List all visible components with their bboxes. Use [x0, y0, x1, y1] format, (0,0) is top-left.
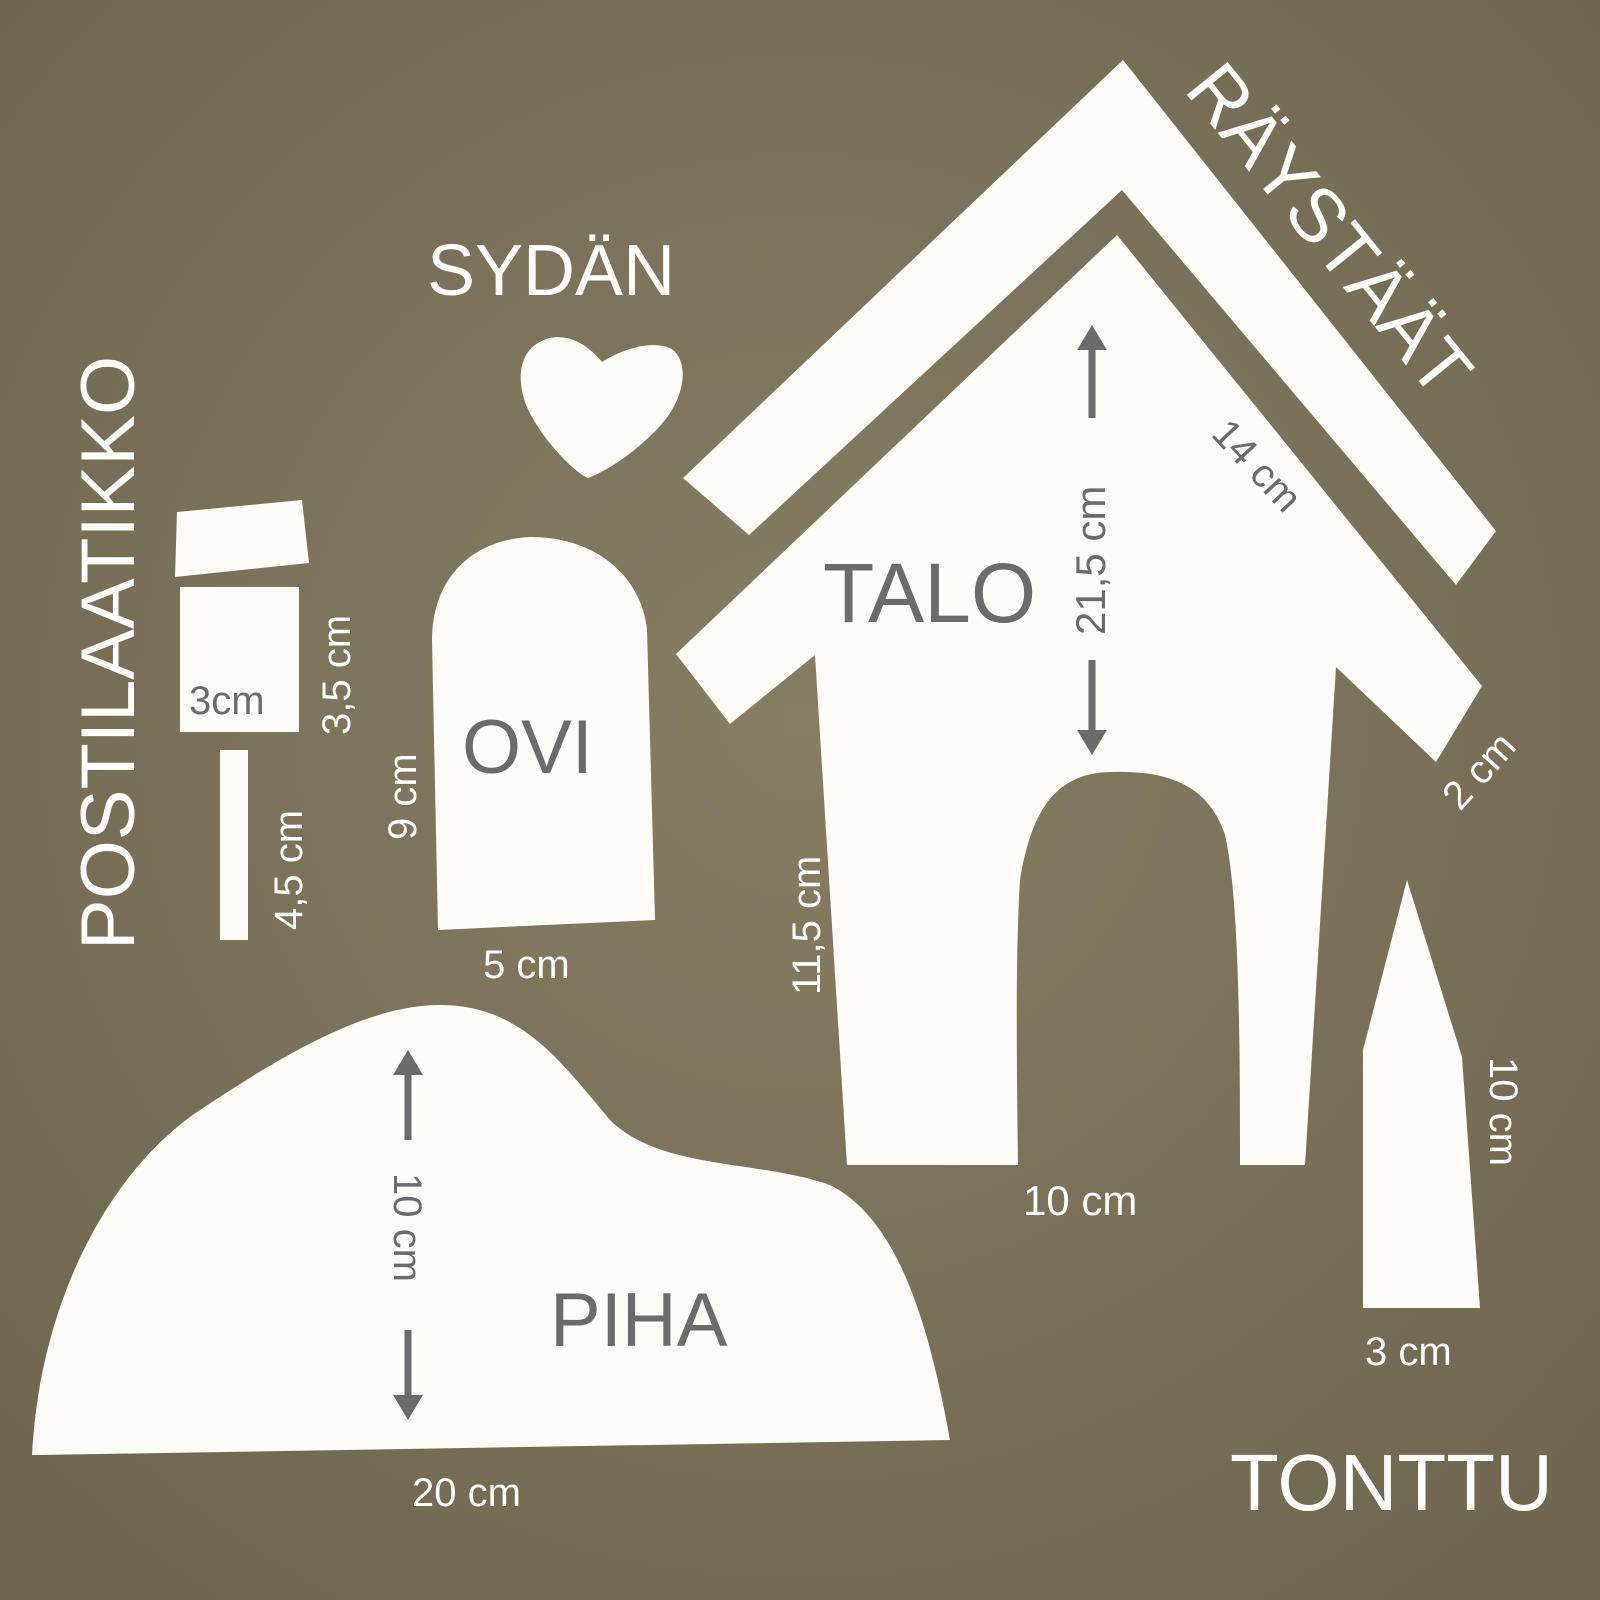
double-headed-arrow-icon — [1077, 325, 1107, 755]
title-elf: TONTTU — [1230, 1438, 1553, 1527]
title-yard: PIHA — [550, 1278, 728, 1363]
dimension-house-width: 10 cm — [1023, 1177, 1137, 1224]
mailbox-body-piece — [180, 587, 299, 732]
title-door: OVI — [462, 705, 593, 790]
dimension-door-width: 5 cm — [483, 943, 570, 987]
elf-piece — [1363, 880, 1480, 1308]
dimension-yard-width: 20 cm — [412, 1471, 521, 1515]
dimension-yard-height: 10 cm — [385, 1173, 429, 1282]
dimension-mailbox-height: 3,5 cm — [315, 615, 359, 735]
dimension-elf-width: 3 cm — [1365, 1330, 1452, 1374]
dimension-mailbox-post: 4,5 cm — [267, 810, 311, 930]
dimension-elf-height: 10 cm — [1481, 1057, 1525, 1166]
eaves-piece — [683, 60, 1496, 585]
dimension-house-height: 21,5 cm — [1067, 486, 1114, 635]
dimension-mailbox-width: 3cm — [189, 679, 265, 723]
title-heart: SYDÄN — [427, 231, 675, 311]
title-house: TALO — [823, 546, 1036, 640]
double-headed-arrow-icon — [393, 1050, 423, 1420]
title-mailbox: POSTILAATIKKO — [66, 356, 151, 950]
mailbox-lid-piece — [175, 500, 309, 577]
dimension-door-height: 9 cm — [381, 753, 425, 840]
yard-piece — [32, 1005, 950, 1455]
dimension-house-wall: 11,5 cm — [785, 856, 829, 995]
heart-piece — [520, 337, 683, 478]
mailbox-post-piece — [220, 750, 248, 940]
door-piece — [432, 537, 655, 930]
house-piece — [676, 235, 1482, 1165]
